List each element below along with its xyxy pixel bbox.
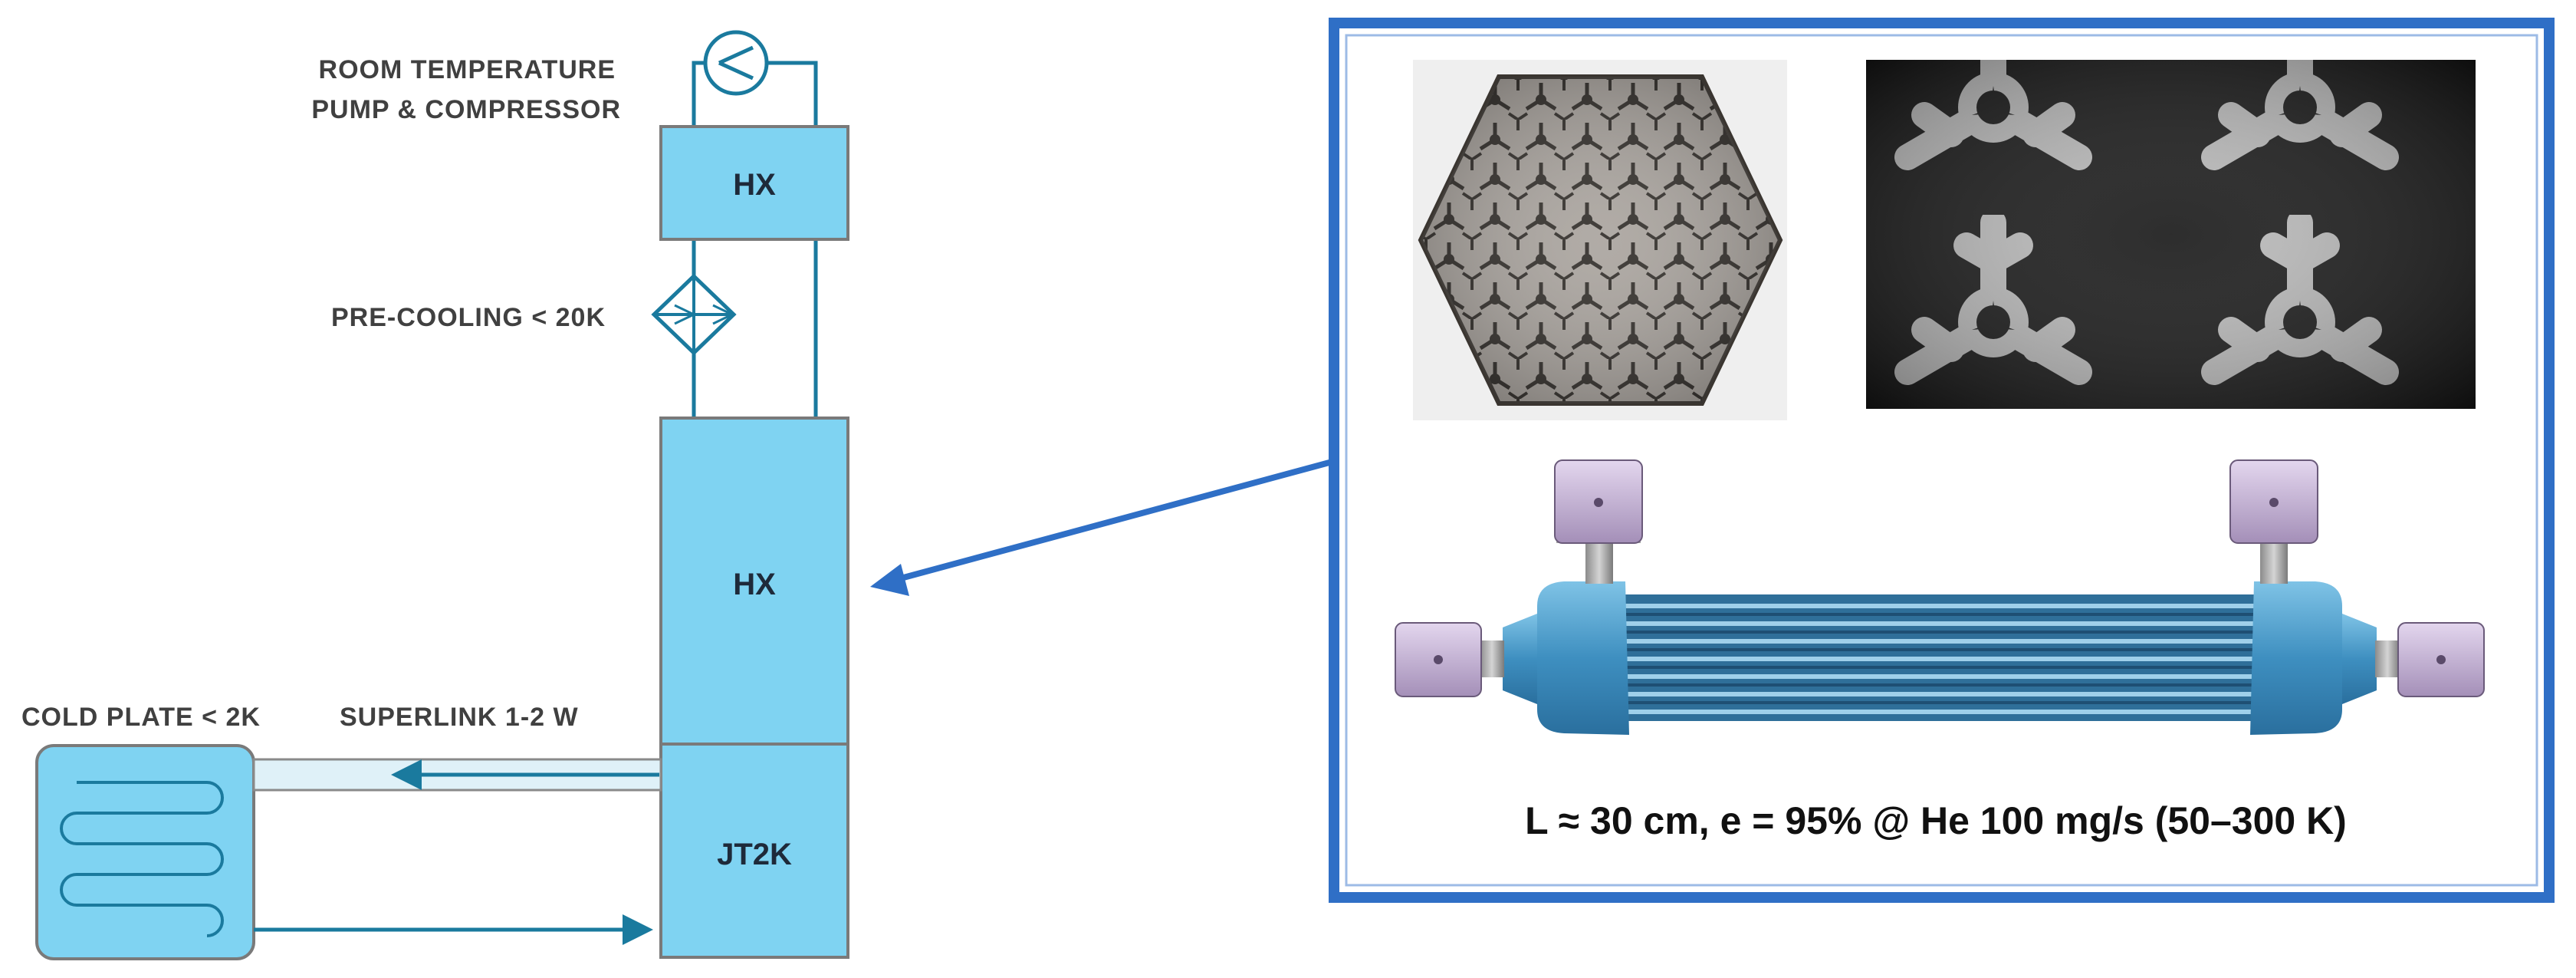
precooling-label: PRE-COOLING < 20K [331, 303, 606, 332]
jt2k-label: JT2K [717, 838, 792, 871]
hx-main-label: HX [733, 568, 776, 601]
superlink-band [252, 758, 662, 792]
pump-label-line1: ROOM TEMPERATURE [319, 55, 616, 84]
hx-main-box: HX [659, 417, 849, 746]
lattice-photo [1413, 60, 1787, 420]
heat-exchanger-render [1395, 459, 2485, 735]
hx-top-box: HX [659, 125, 849, 241]
pump-label-line2: PUMP & COMPRESSOR [311, 95, 621, 124]
heat-exchanger-diamond-icon [651, 273, 737, 356]
superlink-label: SUPERLINK 1-2 W [340, 703, 579, 732]
serpentine-coil-icon [60, 781, 224, 937]
cold-plate-label: COLD PLATE < 2K [21, 703, 261, 732]
hx-spec-caption: L ≈ 30 cm, e = 95% @ He 100 mg/s (50–300… [1525, 799, 2347, 842]
jt2k-box: JT2K [659, 743, 849, 959]
pump-icon [703, 30, 769, 96]
micrograph-photo [1866, 60, 2476, 409]
pointer-arrow [870, 457, 1339, 596]
hx-top-label: HX [733, 168, 776, 202]
cold-plate [35, 744, 255, 960]
